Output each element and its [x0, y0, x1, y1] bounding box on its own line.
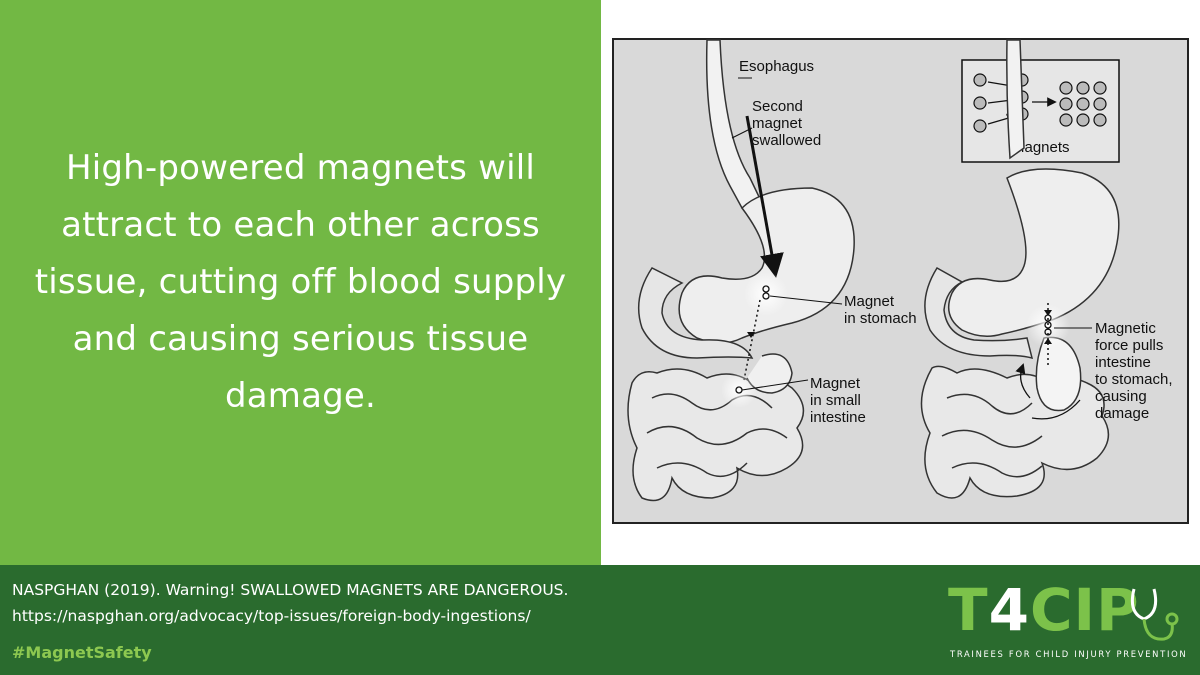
citation: NASPGHAN (2019). Warning! SWALLOWED MAGN…: [12, 577, 568, 629]
logo-letter-t: T: [948, 576, 989, 644]
duodenum-right: [924, 266, 1034, 360]
logo-number: 4: [988, 576, 1030, 644]
small-intestine-left: [627, 368, 805, 502]
label-force-3: intestine: [1095, 354, 1151, 371]
label-second-magnet-1: Second: [752, 98, 803, 115]
citation-link[interactable]: https://naspghan.org/advocacy/top-issues…: [12, 607, 531, 625]
stethoscope-icon: [1130, 588, 1179, 641]
label-magnet-stomach-2: in stomach: [844, 310, 917, 327]
label-magnets-box: Magnets: [1012, 139, 1070, 156]
citation-line-1: NASPGHAN (2019). Warning! SWALLOWED MAGN…: [12, 581, 569, 599]
duodenum-left: [637, 267, 754, 359]
hashtag: #MagnetSafety: [12, 643, 152, 662]
label-magnet-intestine-1: Magnet: [810, 375, 861, 392]
label-force-6: damage: [1095, 405, 1149, 422]
magnet-ingestion-diagram: Esophagus Second magnet swallowed Magnet…: [627, 39, 1173, 502]
headline-panel: High-powered magnets will attract to eac…: [0, 0, 601, 565]
left-anatomy: [627, 39, 855, 502]
logo-tagline: TRAINEES FOR CHILD INJURY PREVENTION: [950, 649, 1188, 659]
label-magnet-intestine-2: in small: [810, 392, 861, 409]
label-force-5: causing: [1095, 388, 1147, 405]
esophagus-right: [1006, 39, 1025, 160]
logo-letters-cip: CIP: [1029, 576, 1140, 644]
label-magnet-intestine-3: intestine: [810, 409, 866, 426]
label-force-1: Magnetic: [1095, 320, 1156, 337]
pulled-loop: [1035, 336, 1082, 412]
headline-text: High-powered magnets will attract to eac…: [34, 148, 567, 416]
magnets-inset: Magnets: [961, 59, 1120, 163]
footer-bar: NASPGHAN (2019). Warning! SWALLOWED MAGN…: [0, 565, 1200, 675]
stomach-left: [678, 187, 855, 344]
label-esophagus: Esophagus: [739, 58, 814, 75]
label-force-4: to stomach,: [1095, 371, 1173, 388]
label-second-magnet-3: swallowed: [752, 132, 821, 149]
right-anatomy: [920, 39, 1120, 499]
label-force-2: force pulls: [1095, 337, 1163, 354]
logo-wordmark: T4CIP: [948, 575, 1140, 645]
stomach-right: [947, 168, 1120, 337]
label-magnet-stomach-1: Magnet: [844, 293, 895, 310]
label-second-magnet-2: magnet: [752, 115, 803, 132]
t4cip-logo: T4CIP TRAINEES FOR CHILD INJURY PREVENTI…: [948, 575, 1188, 671]
